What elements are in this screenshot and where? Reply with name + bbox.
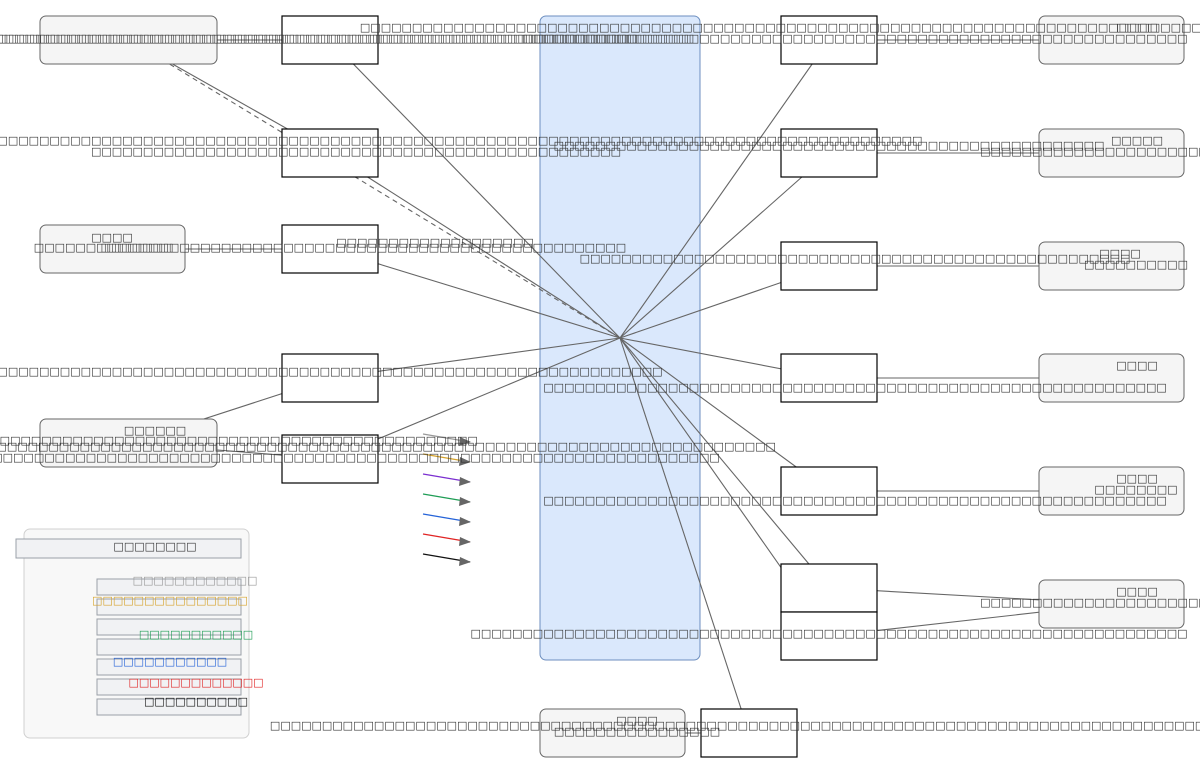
edge-label: □□□□□□□□□□□□□□□□□□□□□□□□□□□□□□□□□□□□□□□□… [0,434,478,447]
terminal-node-t-right-6[interactable] [1038,579,1185,629]
terminal-label: □□□□ [1116,585,1158,598]
step-node-s-left-3[interactable] [281,224,379,274]
legend-swatch-arrowhead-icon [459,537,471,546]
edge-hub-to-t-left-1[interactable] [129,39,621,339]
step-node-s-right-2[interactable] [780,128,878,178]
edge-label: □□□□□□□□□□□□□□□□□□□□□□□□□□□□□□□□□□□□□□□□… [0,134,922,147]
step-node-s-bottom[interactable] [700,708,798,758]
terminal-label: □□□□□□ [124,424,186,437]
terminal-label: □□□□ [1099,247,1141,260]
edge-label: □□□□□□□□□□□□□□□□□□□□□□□□□□□□□□□□□□□□□□□□… [554,139,1105,152]
terminal-label: □□□□ [91,231,133,244]
terminal-node-t-right-5[interactable] [1038,466,1185,516]
edge-label: □□□□□□□ [101,241,174,254]
legend-swatch-arrowhead-icon [459,497,471,506]
step-node-s-right-1[interactable] [780,15,878,65]
step-node-s-left-4[interactable] [281,353,379,403]
terminal-label: □□□□□□□□□□□□□□□□□□□□□□□□□□□□□□□□□□□□□□□□… [0,32,694,45]
edge-label: □□□□□□□□□□ [1084,258,1188,271]
edge-label: □□□□□□□□□□□□□□□□□□□□□□□□□□□□□□□□□□□□□□□□… [360,21,1200,34]
edge-hub-to-s-right-6[interactable] [619,337,830,589]
edge-label: □□□□□□□□□□□□□□□□□□□□□□□□□□□□□□□□□□□□□□□□… [543,381,1167,394]
legend-row [96,698,242,716]
edge-label: □□□□□□□□□□□□□□□□□□□□□□□□□□□□□□ [980,596,1200,609]
edge-label: □□□□□□□□□□□□□□□□□□□□□□□□□□□□□□□□□□□□□□□□… [0,365,663,378]
edge-hub-to-s-left-1[interactable] [329,39,621,339]
legend-row [96,598,242,616]
step-node-s-right-4[interactable] [780,353,878,403]
terminal-node-t-right-2[interactable] [1038,128,1185,178]
legend-item-label: □□□□□□□□□□□ [139,628,253,641]
legend-item-label: □□□□□□□□□□□□□□□ [92,594,248,607]
edge-label: □□□□□□□□□□□□□□□□□□□□□□□□□□□□□□□□□□□□□□□□… [0,451,720,464]
edge-label: □□□□□□□□□□□□□□□□□□□□□□□□□□□□□□□□□□□□□□□□… [0,32,638,45]
legend-row [96,638,242,656]
legend-title-bar [15,538,242,559]
step-node-s-left-2[interactable] [281,128,379,178]
edge-label: □□□□□□□□□□□□□□□□□□□ [336,236,533,249]
edge-label: □□□□□□□□□□□□□□□□□□□□□□□□□□□□□□□□□□□□□□□□… [470,627,1187,640]
terminal-node-t-right-4[interactable] [1038,353,1185,403]
edge-hub-to-s-right-2[interactable] [619,152,830,339]
legend-title: □□□□□□□□ [113,540,196,553]
terminal-label: □□□□ [1116,472,1158,485]
edge-label: □□□□□□□□□□□□□□□□□□□□□□□□□□□□□□□□□□□□□□□□… [91,145,621,158]
edge-label: □□□□□□□□□□□□□□□□□□□□□□□□□□□□□□□□□□□□□□□□… [34,241,626,254]
legend-item-label: □□□□□□□□□□□□□ [128,676,263,689]
legend-item-label: □□□□□□□□□□□ [113,655,227,668]
legend-item-label: □□□□□□□□□□ [144,695,248,708]
edge-label: □□□□□□□□□□□□□□□□□□□□□□□□□□□□□□□□□□□□□□□□… [522,32,1187,45]
terminal-label: □□□□□ [1111,134,1163,147]
legend-swatch-arrowhead-icon [459,557,471,566]
legend-row [96,618,242,636]
terminal-node-t-left-1[interactable] [39,15,218,65]
legend: □□□□□□□□ □□□□□□□□□□□□□□□□□□□□□□□□□□□□□□□… [15,433,471,739]
step-node-s-left-1[interactable] [281,15,379,65]
legend-row [96,658,242,676]
legend-swatch-arrowhead-icon [459,437,471,446]
step-node-s-right-6[interactable] [780,563,878,613]
legend-swatch-arrowhead-icon [459,457,471,466]
edge-label: □□□□□□□□□□□□□□□□□□□□□□□□□□□□□□□□□□□□□□□□… [0,440,776,453]
edge-hub-to-s-right-5[interactable] [619,337,830,492]
edge-hub-to-s-right-1[interactable] [619,39,830,339]
edge-label: □□□□□□□□□□□□□□□□□□□□□□□□□□□□□□□□□□□□□□□□… [270,719,1200,732]
legend-swatch-arrowhead-icon [459,517,471,526]
legend-item-label: □□□□□□□□□□□□ [133,574,258,587]
legend-row [96,678,242,696]
edge-hub-to-s-left-2[interactable] [329,152,621,339]
legend-row [96,578,242,596]
step-node-s-right-5[interactable] [780,466,878,516]
terminal-label: □□□□ [616,714,658,727]
legend-swatch-arrowhead-icon [459,477,471,486]
edge-hub-to-s-bottom[interactable] [619,337,750,734]
terminal-node-t-right-3[interactable] [1038,241,1185,291]
edge-label: □□□□□□□□□□□□□□□□□□□□□□□□□□□□□□□□□□□□□□□□… [580,252,1131,265]
terminal-label: □□□□ [1116,21,1158,34]
terminal-node-t-bottom[interactable] [539,708,686,758]
terminal-node-t-left-3[interactable] [39,418,218,468]
step-node-s-right-7[interactable] [780,611,878,661]
edge-label: □□□□□□□□□□□□□□□□ [554,725,720,738]
step-node-s-left-5[interactable] [281,434,379,484]
terminal-node-t-left-2[interactable] [39,224,186,274]
edge-label: □□□□□□□□ [1094,483,1177,496]
terminal-node-t-right-1[interactable] [1038,15,1185,65]
edge-label: □□□□□□□□□□□□□□□□□□□□□□□□□□□□□□□□□□□□□□□□… [543,494,1167,507]
step-node-s-right-3[interactable] [780,241,878,291]
terminal-label: □□□□ [1116,359,1158,372]
edge-label: □□□□□□□□□□□□□□□□□□□□□□□□□□□□□□ [980,145,1200,158]
